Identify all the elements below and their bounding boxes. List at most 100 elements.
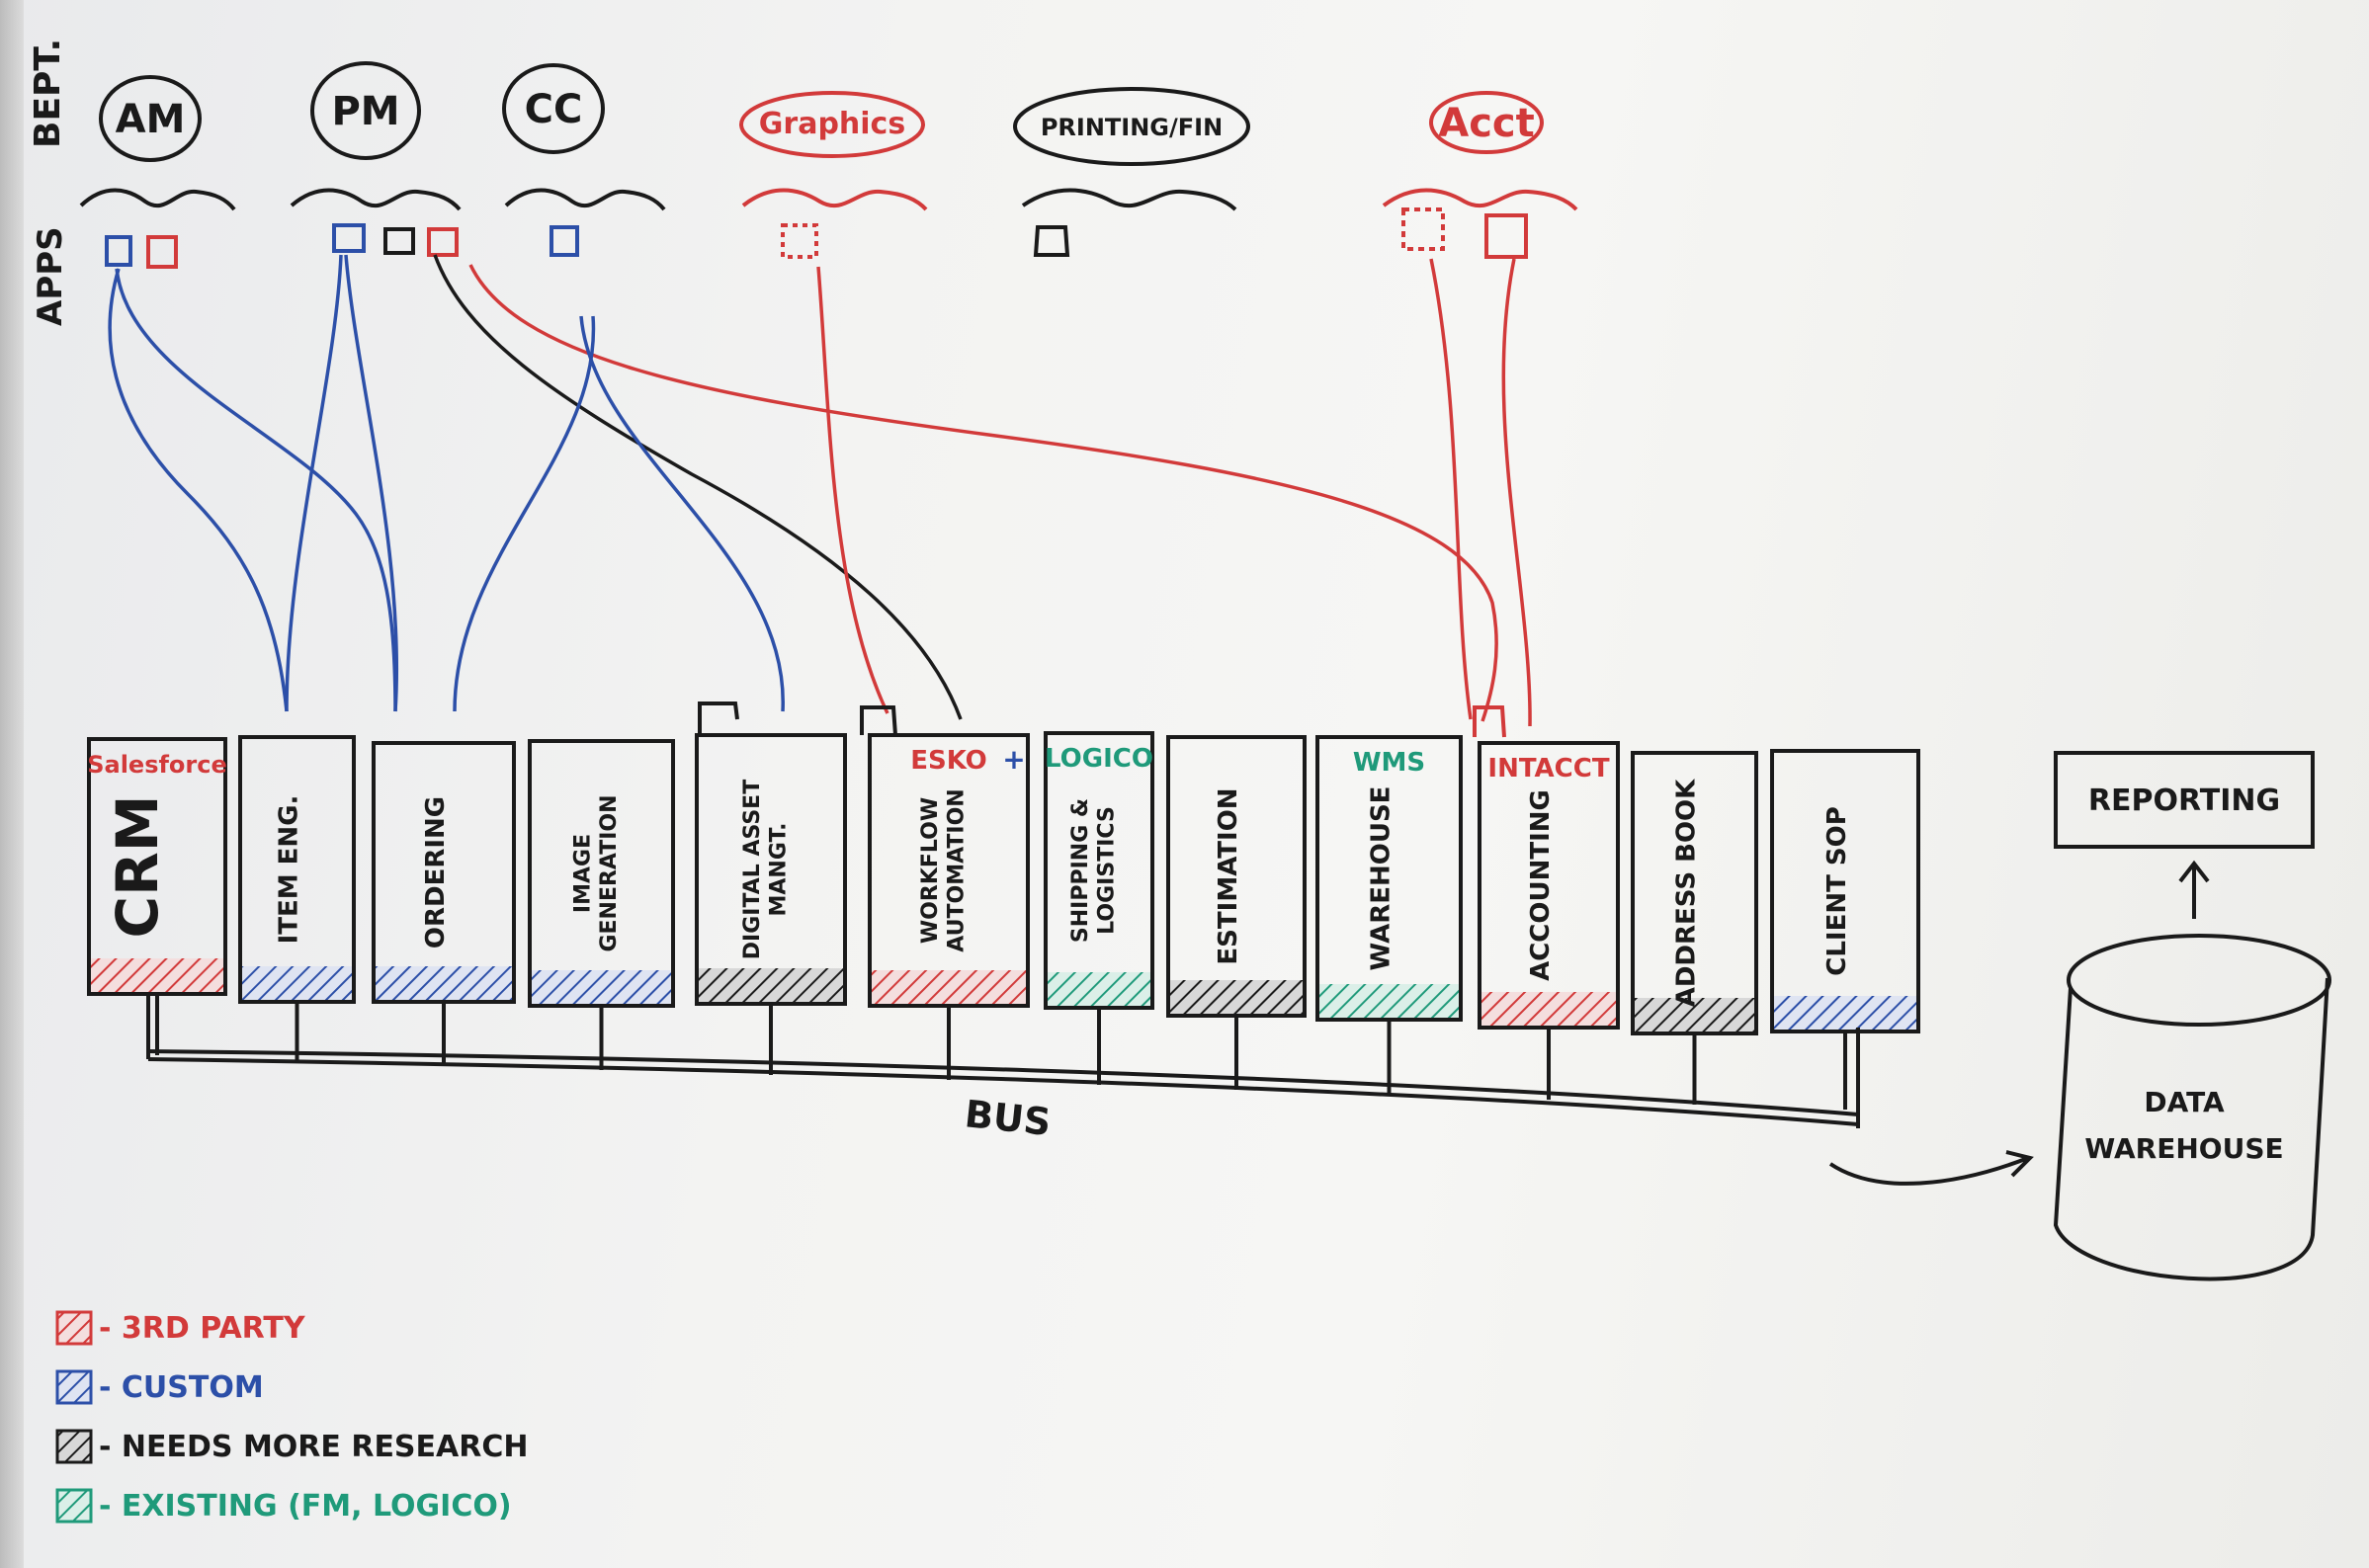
module-title: WORKFLOWAUTOMATION <box>918 788 969 951</box>
dept-label: Graphics <box>759 107 905 141</box>
app-square-pm-3rd-party <box>427 227 459 257</box>
legend: - 3RD PARTY - CUSTOM - NEEDS MORE RESEARCH… <box>55 1310 528 1524</box>
legend-label: - NEEDS MORE RESEARCH <box>99 1430 528 1464</box>
dept-cc: CC <box>502 63 666 211</box>
dept-label: PRINTING/FIN <box>1041 114 1223 141</box>
module-status-hatch <box>1635 998 1754 1032</box>
dept-printing-fin: PRINTING/FIN <box>1013 87 1250 211</box>
module-vendor-label: INTACCT <box>1487 754 1609 784</box>
module-image-generation: IMAGEGENERATION <box>528 739 675 1070</box>
module-workflow-automation: ESKO + WORKFLOWAUTOMATION <box>868 733 1030 1080</box>
connector-pm-to-item-eng <box>285 254 343 712</box>
dept-circle <box>1013 87 1250 166</box>
app-connectors <box>108 254 1532 727</box>
app-square-am-3rd-party <box>146 235 178 269</box>
module-digital-asset-mangt: DIGITAL ASSETMANGT. <box>695 733 847 1075</box>
module-status-hatch <box>872 970 1026 1004</box>
dept-circle <box>502 63 605 154</box>
dept-circle <box>310 61 421 160</box>
module-status-hatch <box>1048 972 1150 1006</box>
module-title: IMAGEGENERATION <box>570 794 621 951</box>
module-estimation: ESTIMATION <box>1166 735 1307 1090</box>
module-status-hatch <box>532 970 671 1004</box>
module-vendor-label: ESKO <box>910 746 987 776</box>
legend-item-1: - CUSTOM <box>55 1369 264 1405</box>
module-status-hatch <box>1774 996 1916 1030</box>
module-title: ITEM ENG. <box>275 795 304 945</box>
module-status-hatch <box>1170 980 1303 1014</box>
dept-user-squiggle <box>1382 188 1578 211</box>
module-warehouse: WMS WAREHOUSE <box>1315 735 1463 1095</box>
legend-item-2: - NEEDS MORE RESEARCH <box>55 1429 528 1464</box>
legend-label: - CUSTOM <box>99 1370 264 1405</box>
module-status-hatch <box>376 966 512 1000</box>
app-square-pm-research <box>383 227 415 255</box>
legend-item-0: - 3RD PARTY <box>55 1310 306 1346</box>
dept-am: AM <box>79 75 236 211</box>
warehouse-label-line1: DATA <box>2144 1086 2225 1118</box>
apps-row <box>105 207 1528 269</box>
module-tab-marker <box>698 701 739 735</box>
dept-circle <box>739 91 925 158</box>
module-tab-marker <box>860 705 897 736</box>
module-ordering: ORDERING <box>372 741 516 1065</box>
module-title: ORDERING <box>421 796 451 949</box>
module-status-hatch <box>1319 984 1459 1018</box>
dept-acct: Acct <box>1382 91 1578 211</box>
connector-am-to-item-eng <box>108 268 289 712</box>
module-tab-marker <box>1473 705 1506 738</box>
module-title: ESTIMATION <box>1214 787 1243 964</box>
dept-circle <box>99 75 202 162</box>
app-square-pm-custom <box>332 223 366 253</box>
connector-pm-red-to-accounting <box>468 264 1498 722</box>
module-vendor-label: LOGICO <box>1045 744 1153 774</box>
connector-pm-to-workflow <box>433 254 963 720</box>
reporting-label: REPORTING <box>2088 784 2280 818</box>
bus <box>146 996 1860 1128</box>
dept-circle <box>1429 91 1544 154</box>
dept-pm: PM <box>290 61 462 211</box>
app-square-graphics-dotted <box>781 223 818 259</box>
connector-graphics-to-workflow <box>816 266 889 714</box>
module-title: ACCOUNTING <box>1526 789 1556 981</box>
module-title: WAREHOUSE <box>1367 786 1396 971</box>
module-vendor-suffix: + <box>1002 743 1025 776</box>
dept-label: AM <box>116 97 186 142</box>
dept-user-squiggle <box>79 188 236 211</box>
module-title: CLIENT SOP <box>1822 806 1852 976</box>
wall-edge <box>0 0 24 1568</box>
module-title: ADDRESS BOOK <box>1672 779 1702 1007</box>
module-status-hatch <box>242 966 352 1000</box>
warehouse-label-line2: WAREHOUSE <box>2084 1132 2283 1165</box>
app-square-printing <box>1033 225 1070 257</box>
dept-user-squiggle <box>290 188 462 211</box>
reporting-box <box>2054 751 2315 849</box>
dept-user-squiggle <box>741 188 928 211</box>
module-vendor-label: WMS <box>1353 748 1425 778</box>
bus-line-upper <box>147 1049 1859 1116</box>
legend-swatch <box>55 1429 93 1464</box>
connector-cc-to-dam <box>579 315 785 712</box>
module-client-sop: CLIENT SOP <box>1770 749 1920 1110</box>
bus-label: BUS <box>963 1092 1053 1144</box>
dept-side-label: BEPT. <box>28 39 68 148</box>
dept-graphics: Graphics <box>739 91 928 211</box>
connector-acct-to-accounting <box>1501 258 1532 727</box>
app-square-am-custom <box>105 235 132 267</box>
app-square-acct <box>1484 213 1528 259</box>
legend-swatch <box>55 1369 93 1405</box>
dept-user-squiggle <box>504 188 666 211</box>
departments-row: AM PM CC Graphics PRINTING/FIN Acct <box>79 61 1578 211</box>
app-square-cc-custom <box>550 225 579 257</box>
dept-label: PM <box>331 89 399 134</box>
app-square-acct-dotted <box>1401 207 1445 251</box>
legend-swatch <box>55 1310 93 1346</box>
module-status-hatch <box>1481 992 1616 1026</box>
apps-side-label: APPS <box>31 226 70 326</box>
module-title: CRM <box>104 795 171 939</box>
connector-acct-dotted-to-accounting <box>1429 258 1473 720</box>
